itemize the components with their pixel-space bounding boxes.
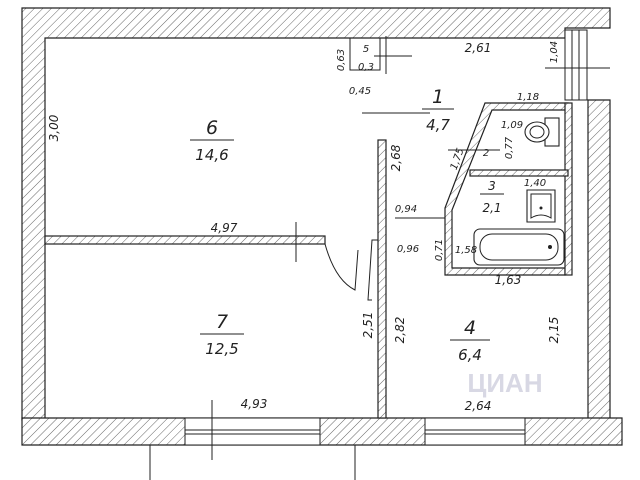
dim-door-a: 0,94 (395, 204, 417, 215)
window-bottom-left (184, 417, 321, 446)
dim-room7-height: 2,51 (361, 312, 375, 339)
partition-7-4 (377, 139, 387, 419)
dim-bath-width: 1,40 (524, 178, 546, 189)
watermark: ЦИАН (467, 368, 542, 398)
room-1-label: 1 4,7 (422, 86, 454, 134)
outer-wall-top (21, 7, 611, 421)
room-3-label: 3 2,1 (480, 179, 504, 215)
room-5-label: 5 0,3 (358, 44, 374, 73)
svg-text:6: 6 (206, 117, 218, 139)
svg-text:1: 1 (432, 86, 444, 108)
window-bottom-right (424, 417, 526, 446)
dim-room7-width: 4,93 (241, 397, 268, 411)
svg-text:7: 7 (216, 311, 228, 333)
dim-room4-left: 2,82 (393, 317, 407, 344)
door-room7 (324, 243, 359, 291)
dim-bath-length: 1,58 (455, 245, 477, 256)
outer-wall-right (587, 99, 611, 421)
dim-hall-wall: 2,68 (389, 144, 403, 171)
svg-text:0,3: 0,3 (358, 62, 374, 73)
outer-wall-bottom (21, 417, 623, 446)
dim-closet-b: 0,45 (349, 86, 371, 97)
partition-6-7 (44, 235, 326, 245)
dim-room4-width: 2,64 (465, 399, 492, 413)
svg-text:6,4: 6,4 (458, 346, 482, 364)
dim-wc-depth: 0,77 (504, 136, 515, 159)
room-7-label: 7 12,5 (200, 311, 244, 358)
dim-room4-right: 2,15 (547, 317, 561, 344)
room-2-label: 2 1,09 (483, 120, 523, 159)
dim-hall-width-top: 1,04 (549, 41, 560, 63)
dim-bath-depth: 0,71 (434, 239, 445, 261)
svg-text:4: 4 (464, 317, 476, 339)
dim-bath-outer: 1,63 (495, 273, 522, 287)
sink-fixture (526, 189, 556, 223)
svg-text:4,7: 4,7 (426, 116, 450, 134)
svg-text:1,09: 1,09 (501, 120, 523, 131)
dim-room6-width: 4,97 (211, 221, 238, 235)
svg-text:2: 2 (483, 148, 489, 159)
dim-room6-height: 3,00 (47, 114, 61, 141)
dim-wc-width: 1,18 (517, 92, 539, 103)
svg-text:2,1: 2,1 (482, 201, 501, 215)
dim-closet-a: 0,63 (336, 49, 347, 71)
bathtub-fixture (473, 228, 565, 266)
svg-text:14,6: 14,6 (195, 146, 228, 164)
room-4-label: 4 6,4 (450, 317, 490, 364)
room-6-label: 6 14,6 (190, 117, 234, 164)
dim-door-b: 0,96 (397, 244, 419, 255)
svg-text:12,5: 12,5 (205, 340, 238, 358)
closet-5 (349, 36, 412, 74)
toilet-fixture (524, 117, 560, 147)
window-right-top (564, 29, 588, 101)
dim-hall-top: 2,61 (465, 41, 492, 55)
svg-text:3: 3 (488, 179, 496, 193)
svg-text:5: 5 (363, 44, 369, 55)
